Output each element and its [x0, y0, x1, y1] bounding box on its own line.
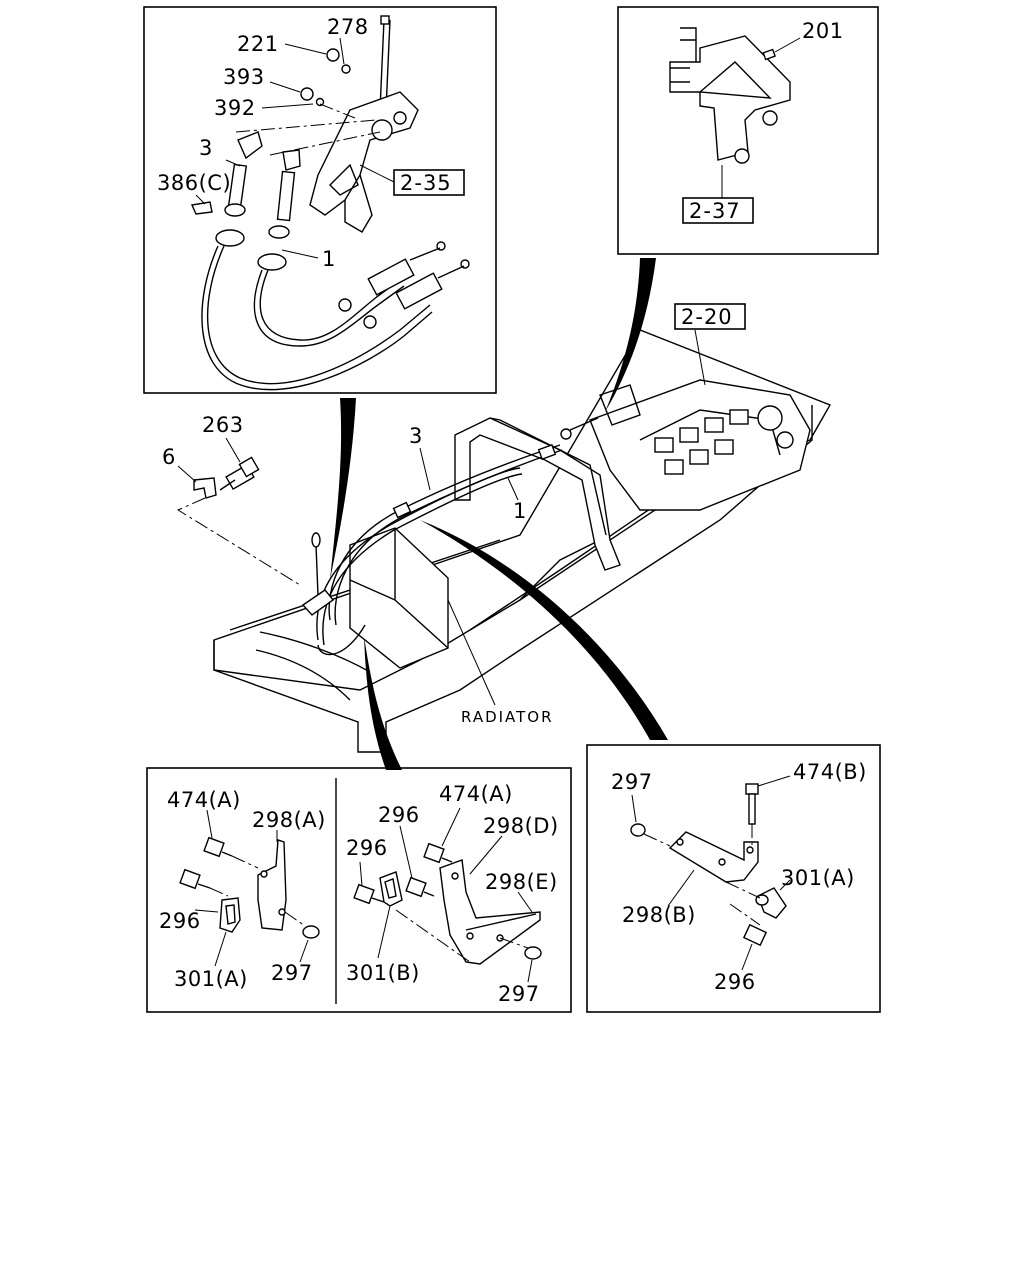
- label-297-b: 297: [498, 982, 540, 1006]
- inset-bottom-left: 474(A) 298(A) 296 301(A) 297: [146, 767, 572, 1013]
- switch-263: [219, 456, 260, 491]
- main-view: RADIATOR: [162, 258, 832, 770]
- nut-297: [302, 925, 320, 939]
- nut-393: [300, 87, 314, 101]
- label-393: 393: [223, 65, 265, 89]
- label-296: 296: [159, 909, 201, 933]
- transmission: [560, 379, 811, 511]
- mount-bracket: [669, 35, 791, 161]
- label-297: 297: [271, 961, 313, 985]
- bolt-474b-head: [745, 783, 759, 795]
- callout-wedge-left: [364, 636, 402, 770]
- lever-housing: [309, 91, 419, 216]
- ref-box-2-35: [393, 169, 465, 196]
- inset-frame: [146, 767, 572, 1013]
- label-298d: 298(D): [483, 814, 559, 838]
- clamp-301a: [219, 897, 241, 933]
- callout-wedge-right: [420, 520, 668, 740]
- bolt-296: [742, 923, 768, 947]
- hardware-leader: [176, 497, 301, 586]
- cable-end-3: [237, 131, 263, 160]
- label-201: 201: [802, 19, 844, 43]
- label-474a-b: 474(A): [439, 782, 513, 806]
- label-296-b: 296: [378, 803, 420, 827]
- inset-bracket-detail: 201 2-37: [617, 6, 879, 255]
- clip-386c: [190, 201, 213, 215]
- label-1: 1: [513, 499, 527, 523]
- radiator-leader: [447, 599, 496, 706]
- label-298b: 298(B): [622, 903, 696, 927]
- label-296: 296: [714, 970, 756, 994]
- label-474a: 474(A): [167, 788, 241, 812]
- ref-box-2-20: [674, 303, 746, 330]
- bolt-296-b: [405, 876, 427, 898]
- inset-frame: [586, 744, 881, 1013]
- label-386c: 386(C): [157, 171, 231, 195]
- clamp-assembly-a: 474(A) 298(A) 296 301(A) 297: [159, 788, 326, 991]
- label-3: 3: [199, 136, 213, 160]
- radiator-caption: RADIATOR: [461, 708, 554, 726]
- cable-run-3: [206, 245, 431, 385]
- bolt-474a-b: [423, 842, 445, 864]
- clamp-assembly-b: 296 474(A) 296 298(D) 298(E) 301(B) 297: [346, 782, 559, 1006]
- label-301a: 301(A): [781, 866, 855, 890]
- clip-6: [193, 477, 217, 499]
- inset-frame: [143, 6, 497, 394]
- label-474b: 474(B): [793, 760, 867, 784]
- label-221: 221: [237, 32, 279, 56]
- bolt-296-a: [353, 883, 375, 905]
- label-278: 278: [327, 15, 369, 39]
- bolt-474a: [203, 836, 225, 858]
- ref-2-35: 2-35: [400, 171, 452, 195]
- crossmember: [454, 417, 621, 571]
- bolt-201: [762, 48, 776, 61]
- label-301b: 301(B): [346, 961, 420, 985]
- nut-297: [630, 823, 646, 837]
- label-301a: 301(A): [174, 967, 248, 991]
- label-392: 392: [214, 96, 256, 120]
- label-296-a: 296: [346, 836, 388, 860]
- callout-wedge-cable: [330, 398, 356, 580]
- nut-221: [326, 48, 340, 62]
- ref-box-2-37: [682, 197, 754, 224]
- label-297: 297: [611, 770, 653, 794]
- callout-wedge-bracket: [605, 258, 656, 412]
- bolt-474b: [748, 793, 756, 825]
- label-298a: 298(A): [252, 808, 326, 832]
- bolt-296: [179, 868, 201, 890]
- ref-2-37: 2-37: [689, 199, 741, 223]
- label-6: 6: [162, 445, 176, 469]
- label-1: 1: [322, 247, 336, 271]
- washer-278: [341, 64, 351, 74]
- bracket-298b: [668, 831, 759, 883]
- label-3: 3: [409, 424, 423, 448]
- ref-2-20: 2-20: [681, 305, 733, 329]
- bracket-298d: [439, 859, 541, 965]
- cable-run-1: [259, 269, 401, 341]
- inset-bottom-right: 297 474(B) 301(A) 298(B) 296: [586, 744, 881, 1013]
- shift-lever: [379, 19, 385, 111]
- label-298e: 298(E): [485, 870, 558, 894]
- inset-cable-detail: 278 221 393 392 3 386(C) 1 2-35: [143, 6, 497, 394]
- washer-392: [315, 97, 325, 107]
- bracket-298a: [257, 839, 287, 931]
- inset-frame: [617, 6, 879, 255]
- cable-end-1: [282, 149, 301, 171]
- label-263: 263: [202, 413, 244, 437]
- nut-297-b: [524, 946, 542, 960]
- clamp-301b: [379, 871, 403, 907]
